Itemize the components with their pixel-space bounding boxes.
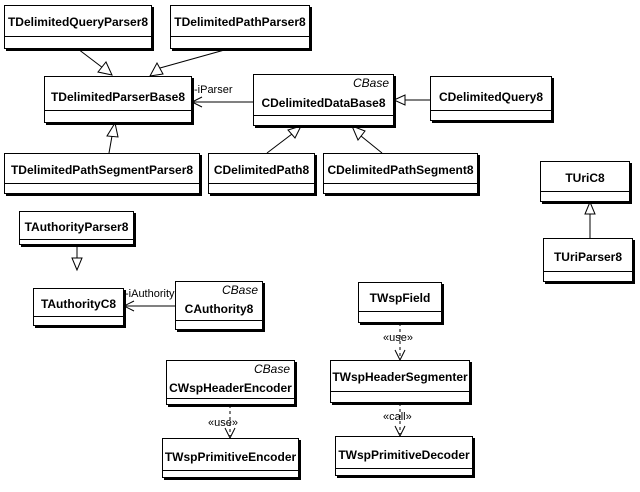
class-turic8: TUriC8 [540,161,630,202]
class-tdelimited-parser-base8: TDelimitedParserBase8 [44,76,192,123]
class-turi-parser8: TUriParser8 [543,238,633,282]
attribute-compartment-divider [20,239,133,240]
class-twsp-primitive-encoder: TWspPrimitiveEncoder [162,438,299,478]
class-name: CDelimitedDataBase8 [261,96,386,110]
attribute-compartment-divider [171,36,309,37]
attribute-compartment-divider [541,191,629,192]
association-iauthority [122,300,175,312]
class-cdelimited-path8: CDelimitedPath8 [208,153,315,194]
attribute-compartment-divider [167,398,294,399]
class-name: TDelimitedPathSegmentParser8 [10,163,194,177]
attribute-compartment-divider [336,468,472,469]
attribute-compartment-divider [5,183,199,184]
class-twsp-field: TWspField [358,282,442,323]
class-cdelimited-query8: CDelimitedQuery8 [430,76,552,121]
class-cdelimited-data-base8: CBase CDelimitedDataBase8 [253,74,394,126]
call-wsp-decoder-label: «call» [383,411,412,423]
attribute-compartment-divider [45,110,191,111]
class-tdelimited-path-parser8: TDelimitedPathParser8 [170,5,310,49]
class-name: CWspHeaderEncoder [169,381,292,395]
iparser-role-label: -iParser [194,84,233,96]
class-tauthority-parser8: TAuthorityParser8 [19,211,134,245]
class-cdelimited-path-segment8: CDelimitedPathSegment8 [323,153,478,194]
generalization-path-to-data-base [266,125,302,154]
class-twsp-header-segmenter: TWspHeaderSegmenter [330,360,470,403]
class-stereotype: CBase [221,283,258,297]
class-stereotype: CBase [352,76,389,90]
attribute-compartment-divider [5,36,151,37]
attribute-compartment-divider [163,470,298,471]
class-name: TDelimitedParserBase8 [50,90,186,104]
class-name: TAuthorityC8 [40,297,117,311]
iauthority-role-label: -iAuthority [125,288,175,300]
class-tdelimited-query-parser8: TDelimitedQueryParser8 [4,5,152,49]
generalization-query-parser-to-parser-base [77,48,113,76]
class-name: TWspHeaderSegmenter [332,370,468,384]
class-name: TUriParser8 [553,250,623,264]
attribute-compartment-divider [209,183,314,184]
class-twsp-primitive-decoder: TWspPrimitiveDecoder [335,436,473,476]
class-name: TAuthorityParser8 [24,220,129,234]
attribute-compartment-divider [176,320,262,321]
use-wsp-encoder-label: «use» [208,417,238,429]
attribute-compartment-divider [544,271,632,272]
generalization-path-segment-to-data-base [351,125,383,154]
class-name: TUriC8 [565,171,605,185]
attribute-compartment-divider [324,183,477,184]
generalization-uri-parser-to-uric [584,200,596,238]
class-name: CDelimitedQuery8 [438,90,544,104]
generalization-query-to-data-base [392,94,430,106]
generalization-authority-parser-to-authority-c8 [71,245,83,272]
class-cauthority8: CBase CAuthority8 [175,281,263,330]
class-name: TWspField [369,291,431,305]
class-name: CDelimitedPathSegment8 [327,163,474,177]
attribute-compartment-divider [431,110,551,111]
attribute-compartment-divider [34,316,123,317]
class-tdelimited-path-segment-parser8: TDelimitedPathSegmentParser8 [4,153,200,194]
class-stereotype: CBase [253,362,290,376]
class-name: TWspPrimitiveDecoder [338,448,470,462]
class-cwsp-header-encoder: CBase CWspHeaderEncoder [166,360,295,405]
class-name: TDelimitedQueryParser8 [7,15,149,29]
association-iparser [190,96,253,108]
generalization-path-parser-to-parser-base [149,48,229,77]
attribute-compartment-divider [331,391,469,392]
class-name: CDelimitedPath8 [213,163,310,177]
class-name: TDelimitedPathParser8 [174,15,306,29]
class-name: CAuthority8 [184,302,254,316]
use-wsp-field-label: «use» [383,332,413,344]
attribute-compartment-divider [254,115,393,116]
attribute-compartment-divider [359,311,441,312]
class-name: TWspPrimitiveEncoder [164,450,297,464]
class-tauthority-c8: TAuthorityC8 [33,288,124,326]
generalization-path-segment-parser-to-parser-base [106,121,119,154]
